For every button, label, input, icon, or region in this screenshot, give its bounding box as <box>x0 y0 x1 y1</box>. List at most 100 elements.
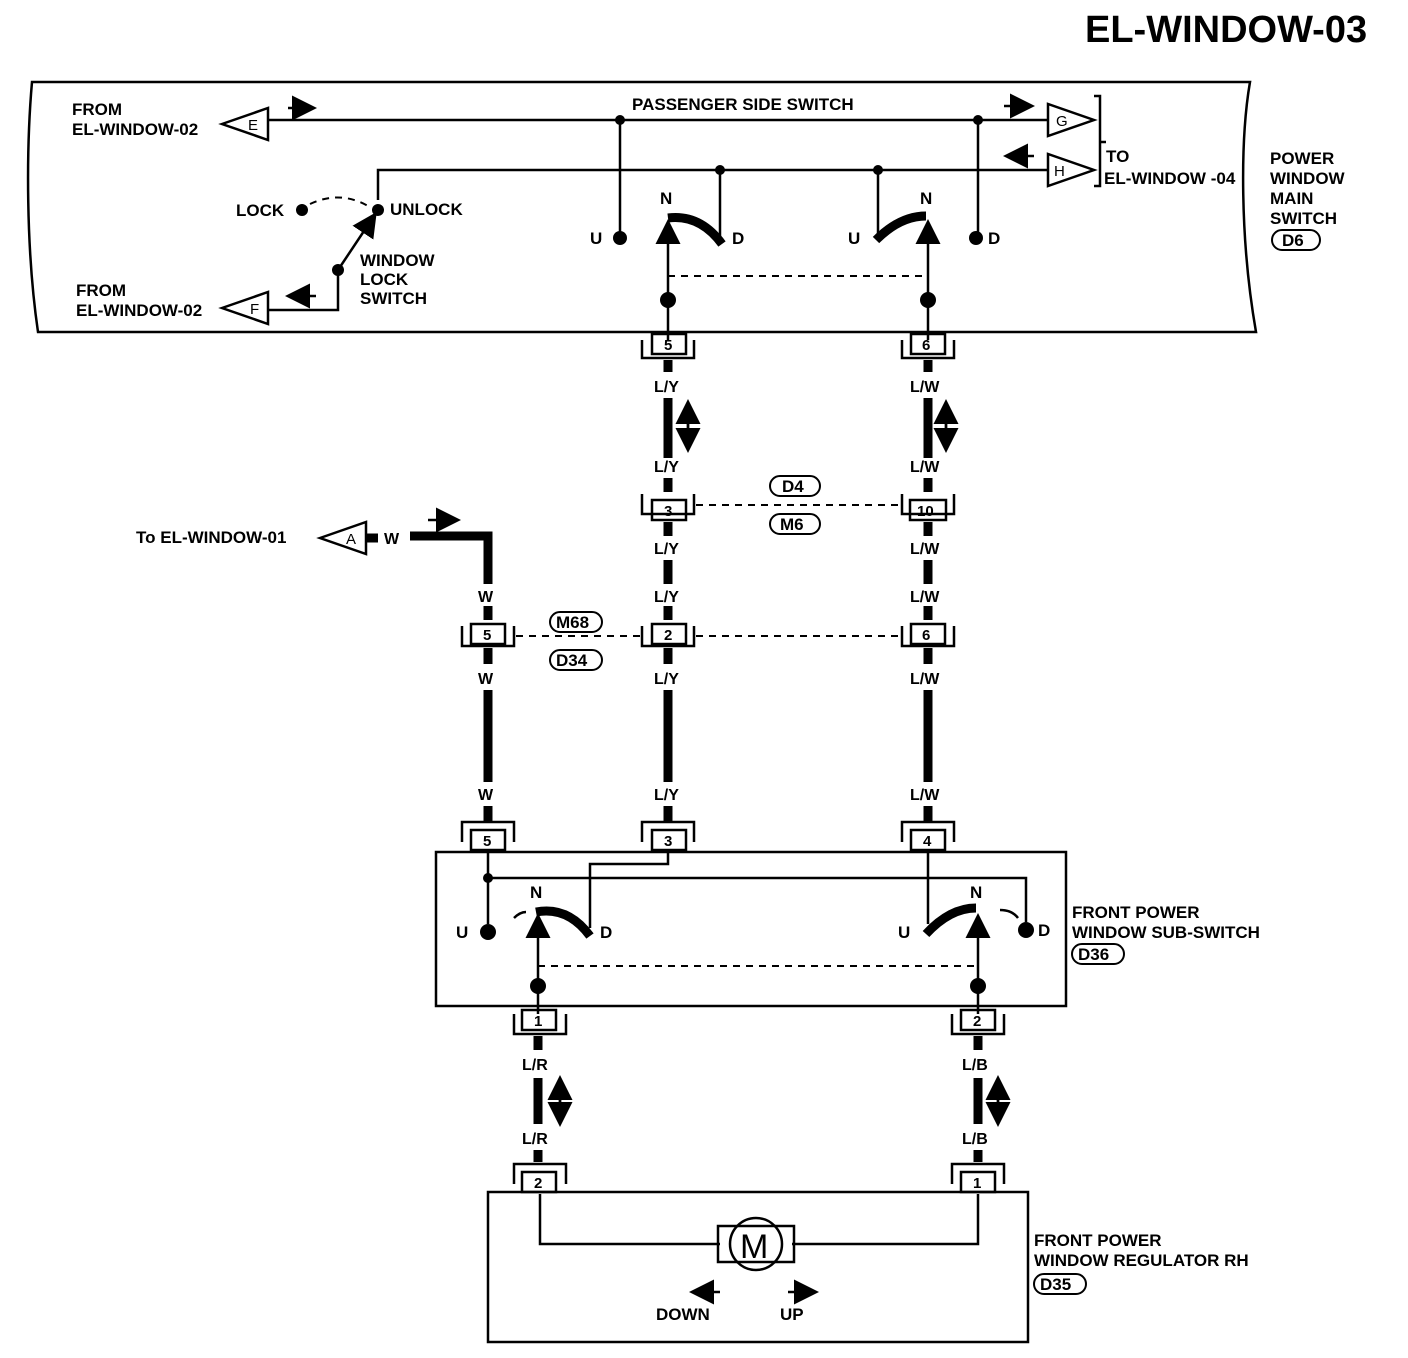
wire-ly-3: L/Y <box>654 541 679 558</box>
wire-lr-1: L/R <box>522 1057 548 1074</box>
sub-switch-name: FRONT POWER WINDOW SUB-SWITCH <box>1072 903 1260 942</box>
wire-ly-6: L/Y <box>654 787 679 804</box>
motor-symbol <box>728 1216 784 1272</box>
pin-2-m68: 2 <box>640 622 696 648</box>
main-pin-5: 5 <box>640 332 696 360</box>
wire-lw-4: L/W <box>910 589 940 606</box>
unlock-label: UNLOCK <box>390 200 463 219</box>
wire-lw-6: L/W <box>910 787 940 804</box>
triangle-e-label: E <box>248 117 258 134</box>
triangle-a-label: A <box>346 531 356 548</box>
pin-5-m68: 5 <box>460 622 516 648</box>
svg-text:10: 10 <box>917 503 934 520</box>
main-pin-6: 6 <box>900 332 956 360</box>
from-label-bottom: FROM EL-WINDOW-02 <box>76 281 202 320</box>
lock-label: LOCK <box>236 201 285 220</box>
sub-pin-2: 2 <box>950 1008 1006 1036</box>
regulator-connector-label: D35 <box>1040 1275 1071 1294</box>
main-left-blade <box>667 213 726 247</box>
main-switch-outline <box>26 80 1258 334</box>
sub-left-d: D <box>600 923 612 942</box>
connector-triangle-e <box>218 106 270 142</box>
sub-left-u: U <box>456 923 468 942</box>
svg-text:5: 5 <box>664 337 672 354</box>
wire-w-1: W <box>478 589 494 606</box>
triangle-h-label: H <box>1054 163 1065 180</box>
connector-d4-badge <box>769 475 821 497</box>
connector-triangle-h <box>1046 152 1098 188</box>
down-label: DOWN <box>656 1305 710 1324</box>
svg-text:2: 2 <box>973 1013 981 1030</box>
to-label: TO EL-WINDOW -04 <box>1104 147 1236 188</box>
main-left-d: D <box>732 229 744 248</box>
from-label-top: FROM EL-WINDOW-02 <box>72 100 198 139</box>
svg-text:3: 3 <box>664 833 672 850</box>
window-lock-switch-label: WINDOW LOCK SWITCH <box>360 251 439 308</box>
motor-housing <box>716 1224 796 1264</box>
regulator-name: FRONT POWER WINDOW REGULATOR RH <box>1034 1231 1249 1270</box>
page-title: EL-WINDOW-03 <box>1085 9 1367 51</box>
wire-lb-2: L/B <box>962 1131 988 1148</box>
wire-w-3: W <box>478 787 494 804</box>
main-left-n: N <box>660 189 672 208</box>
wire-ly-1: L/Y <box>654 379 679 396</box>
sub-pin-1: 1 <box>512 1008 568 1036</box>
connector-d34-badge <box>549 649 603 671</box>
svg-text:1: 1 <box>534 1013 542 1030</box>
wire-lw-3: L/W <box>910 541 940 558</box>
main-switch-connector-label: D6 <box>1282 231 1304 250</box>
svg-text:6: 6 <box>922 627 930 644</box>
sub-right-n: N <box>970 883 982 902</box>
svg-text:3: 3 <box>664 503 672 520</box>
regulator-outline <box>486 1190 1030 1344</box>
wire-w-2: W <box>478 671 494 688</box>
up-label: UP <box>780 1305 804 1324</box>
connector-d34-label: D34 <box>556 651 588 670</box>
connector-triangle-f <box>218 290 270 326</box>
pin-10-m6: 10 <box>900 494 956 522</box>
connector-m68-badge <box>549 611 603 633</box>
main-left-u: U <box>590 229 602 248</box>
wire-lw-2: L/W <box>910 459 940 476</box>
reg-pin-1: 1 <box>950 1162 1006 1194</box>
sub-left-blade <box>535 906 594 939</box>
svg-text:5: 5 <box>483 627 491 644</box>
connector-d4-label: D4 <box>782 477 804 496</box>
sub-switch-outline <box>434 850 1068 1008</box>
sub-switch-connector-badge <box>1071 943 1125 965</box>
sub-right-u: U <box>898 923 910 942</box>
wire-ly-2: L/Y <box>654 459 679 476</box>
wire-lock-f <box>268 270 340 312</box>
lock-arc <box>309 196 369 207</box>
svg-text:6: 6 <box>922 337 930 354</box>
main-right-blade <box>872 211 927 244</box>
lock-switch-blade <box>336 211 377 271</box>
wire-lr-2: L/R <box>522 1131 548 1148</box>
sub-switch-connector-label: D36 <box>1078 945 1109 964</box>
sub-right-blade <box>922 903 977 938</box>
main-right-u: U <box>848 229 860 248</box>
main-switch-connector-badge <box>1271 229 1321 251</box>
svg-text:4: 4 <box>923 833 932 850</box>
connector-m6-label: M6 <box>780 515 804 534</box>
wire-lw-5: L/W <box>910 671 940 688</box>
reg-pin-2: 2 <box>512 1162 568 1194</box>
wire-h <box>376 168 1048 200</box>
triangle-f-label: F <box>250 301 259 318</box>
sub-right-d: D <box>1038 921 1050 940</box>
main-right-d: D <box>988 229 1000 248</box>
main-right-n: N <box>920 189 932 208</box>
svg-text:5: 5 <box>483 833 491 850</box>
connector-triangle-g <box>1046 102 1098 138</box>
sub-pin-3: 3 <box>640 820 696 852</box>
to-el-window-01-label: To EL-WINDOW-01 <box>136 528 286 547</box>
triangle-g-label: G <box>1056 113 1068 130</box>
connector-triangle-a <box>316 520 368 556</box>
sub-pin-4: 4 <box>900 820 956 852</box>
connector-m68-label: M68 <box>556 613 589 632</box>
wire-lb-1: L/B <box>962 1057 988 1074</box>
svg-text:2: 2 <box>534 1175 542 1192</box>
sub-left-n: N <box>530 883 542 902</box>
wire-ly-4: L/Y <box>654 589 679 606</box>
